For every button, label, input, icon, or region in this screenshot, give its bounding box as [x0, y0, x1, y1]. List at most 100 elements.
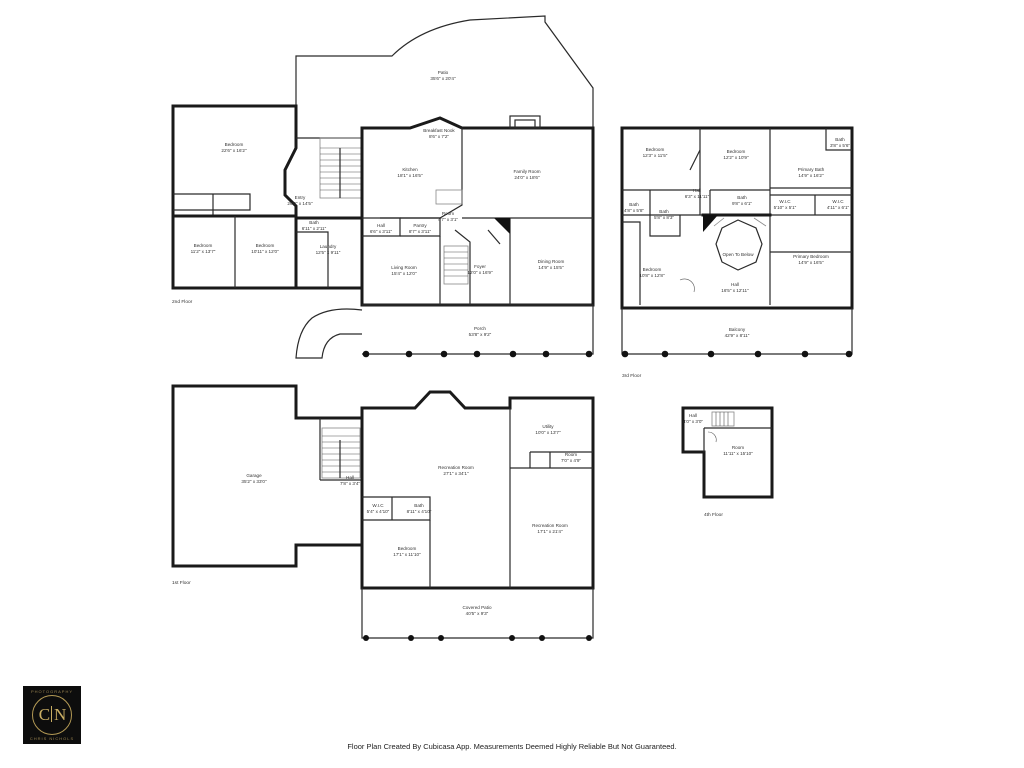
balcony-columns: [621, 350, 853, 358]
label-bath: Bath: [309, 220, 319, 225]
label-balcony: Balcony: [729, 327, 746, 332]
floor-label-2nd: 2nd Floor: [172, 299, 193, 305]
svg-text:8'6" x 7'2": 8'6" x 7'2": [429, 134, 449, 139]
label-bedroom: Bedroom: [256, 243, 275, 248]
floor-labels: 2nd Floor 3rd Floor 1st Floor 4th Floor: [172, 299, 723, 586]
svg-text:6'3" x 11'11": 6'3" x 11'11": [685, 194, 710, 199]
svg-text:4'0" x 3'0": 4'0" x 3'0": [683, 419, 703, 424]
label-room: Room: [442, 211, 454, 216]
label-covered-patio: Covered Patio: [462, 605, 492, 610]
svg-text:5'8" x 8'3": 5'8" x 8'3": [654, 215, 674, 220]
label-bedroom: Bedroom: [727, 149, 746, 154]
patio-outline: [295, 15, 594, 128]
svg-text:22'6" x 16'2": 22'6" x 16'2": [221, 148, 247, 153]
svg-text:8'11" x 4'10": 8'11" x 4'10": [407, 509, 432, 514]
floor-label-1st: 1st Floor: [172, 580, 191, 586]
label-bedroom: Bedroom: [643, 267, 662, 272]
label-hall: Hall: [346, 475, 354, 480]
svg-text:14'9" x 15'5": 14'9" x 15'5": [538, 265, 564, 270]
logo-letter-left: C: [38, 705, 50, 724]
label-room: Room: [732, 445, 744, 450]
floor-label-3rd: 3rd Floor: [622, 373, 642, 379]
label-hall: Hall: [377, 223, 385, 228]
label-recreation-room: Recreation Room: [532, 523, 568, 528]
svg-text:12'2" x 10'9": 12'2" x 10'9": [723, 155, 749, 160]
label-bedroom: Bedroom: [194, 243, 213, 248]
svg-text:5'4" x 4'10": 5'4" x 4'10": [367, 509, 390, 514]
label-room: Room: [565, 452, 577, 457]
label-kitchen: Kitchen: [402, 167, 418, 172]
label-pantry: Pantry: [413, 223, 427, 228]
svg-text:14'9" x 16'5": 14'9" x 16'5": [798, 260, 824, 265]
svg-text:16'5" x 12'11": 16'5" x 12'11": [721, 288, 749, 293]
first-floor-plan: [171, 384, 595, 641]
label-bath: Bath: [659, 209, 669, 214]
second-floor-plan: [171, 15, 595, 359]
label-living-room: Living Room: [391, 265, 417, 270]
svg-text:10'11" x 12'0": 10'11" x 12'0": [251, 249, 279, 254]
logo-bottom-text: CHRIS NICHOLS: [29, 736, 75, 741]
svg-text:4'11" x 6'1": 4'11" x 6'1": [827, 205, 850, 210]
svg-text:42'9" x 8'11": 42'9" x 8'11": [725, 333, 750, 338]
svg-text:6'6" x 3'11": 6'6" x 3'11": [370, 229, 393, 234]
svg-text:14'9" x 16'2": 14'9" x 16'2": [798, 173, 824, 178]
label-porch: Porch: [474, 326, 486, 331]
covered-patio-columns: [363, 635, 592, 641]
logo-letter-right: N: [54, 705, 66, 724]
label-wic: W.I.C: [372, 503, 384, 508]
label-patio: Patio: [438, 70, 449, 75]
porch-columns: [362, 350, 593, 358]
svg-text:24'0" x 18'6": 24'0" x 18'6": [514, 175, 540, 180]
svg-text:10'8" x 12'8": 10'8" x 12'8": [639, 273, 665, 278]
svg-text:8'7" x 3'11": 8'7" x 3'11": [409, 229, 432, 234]
label-utility: Utility: [542, 424, 554, 429]
svg-text:7'8" x 3'4": 7'8" x 3'4": [340, 481, 360, 486]
label-laundry: Laundry: [320, 244, 337, 249]
room-labels: Patio 35'6" x 20'4" Bedroom 22'6" x 16'2…: [191, 70, 851, 616]
svg-text:3'8" x 5'6": 3'8" x 5'6": [830, 143, 850, 148]
svg-text:6'11" x 2'11": 6'11" x 2'11": [302, 226, 327, 231]
svg-text:35'6" x 20'4": 35'6" x 20'4": [430, 76, 456, 81]
label-foyer: Foyer: [474, 264, 486, 269]
footer-disclaimer: Floor Plan Created By Cubicasa App. Meas…: [347, 742, 677, 751]
logo-top-text: PHOTOGRAPHY: [30, 689, 74, 694]
label-open-to-below: Open To Below: [722, 252, 754, 257]
svg-text:4'7" x 3'1": 4'7" x 3'1": [438, 217, 458, 222]
label-primary-bath: Primary Bath: [798, 167, 825, 172]
label-family-room: Family Room: [513, 169, 540, 174]
label-garage: Garage: [246, 473, 262, 478]
svg-text:12'5" x 9'11": 12'5" x 9'11": [316, 250, 341, 255]
svg-text:26'0" x 14'5": 26'0" x 14'5": [287, 201, 313, 206]
label-hall: Hall: [693, 188, 701, 193]
svg-text:35'2" x 33'0": 35'2" x 33'0": [241, 479, 267, 484]
label-hall: Hall: [689, 413, 697, 418]
svg-text:17'1" x 11'10": 17'1" x 11'10": [393, 552, 421, 557]
label-bath: Bath: [835, 137, 845, 142]
svg-text:12'0" x 16'9": 12'0" x 16'9": [467, 270, 493, 275]
svg-text:15'4" x 12'0": 15'4" x 12'0": [391, 271, 417, 276]
svg-text:10'0" x 13'7": 10'0" x 13'7": [535, 430, 561, 435]
svg-text:9'8" x 6'1": 9'8" x 6'1": [732, 201, 752, 206]
label-entry: Entry: [295, 195, 306, 200]
svg-text:11'11" x 15'10": 11'11" x 15'10": [723, 451, 753, 456]
label-recreation-room: Recreation Room: [438, 465, 474, 470]
label-bath: Bath: [414, 503, 424, 508]
svg-text:18'1" x 16'5": 18'1" x 16'5": [397, 173, 423, 178]
label-bath: Bath: [629, 202, 639, 207]
label-dining-room: Dining Room: [538, 259, 565, 264]
svg-text:7'0" x 4'9": 7'0" x 4'9": [561, 458, 581, 463]
svg-text:4'8" x 5'8": 4'8" x 5'8": [624, 208, 644, 213]
floor-label-4th: 4th Floor: [704, 512, 723, 518]
svg-text:40'5" x 9'3": 40'5" x 9'3": [466, 611, 489, 616]
label-bedroom: Bedroom: [225, 142, 244, 147]
svg-text:11'2" x 13'7": 11'2" x 13'7": [191, 249, 216, 254]
label-primary-bedroom: Primary Bedroom: [793, 254, 829, 259]
label-hall: Hall: [731, 282, 739, 287]
fourth-floor-plan: [681, 406, 774, 499]
label-bedroom: Bedroom: [398, 546, 417, 551]
label-wic: W.I.C: [779, 199, 791, 204]
label-bedroom: Bedroom: [646, 147, 665, 152]
